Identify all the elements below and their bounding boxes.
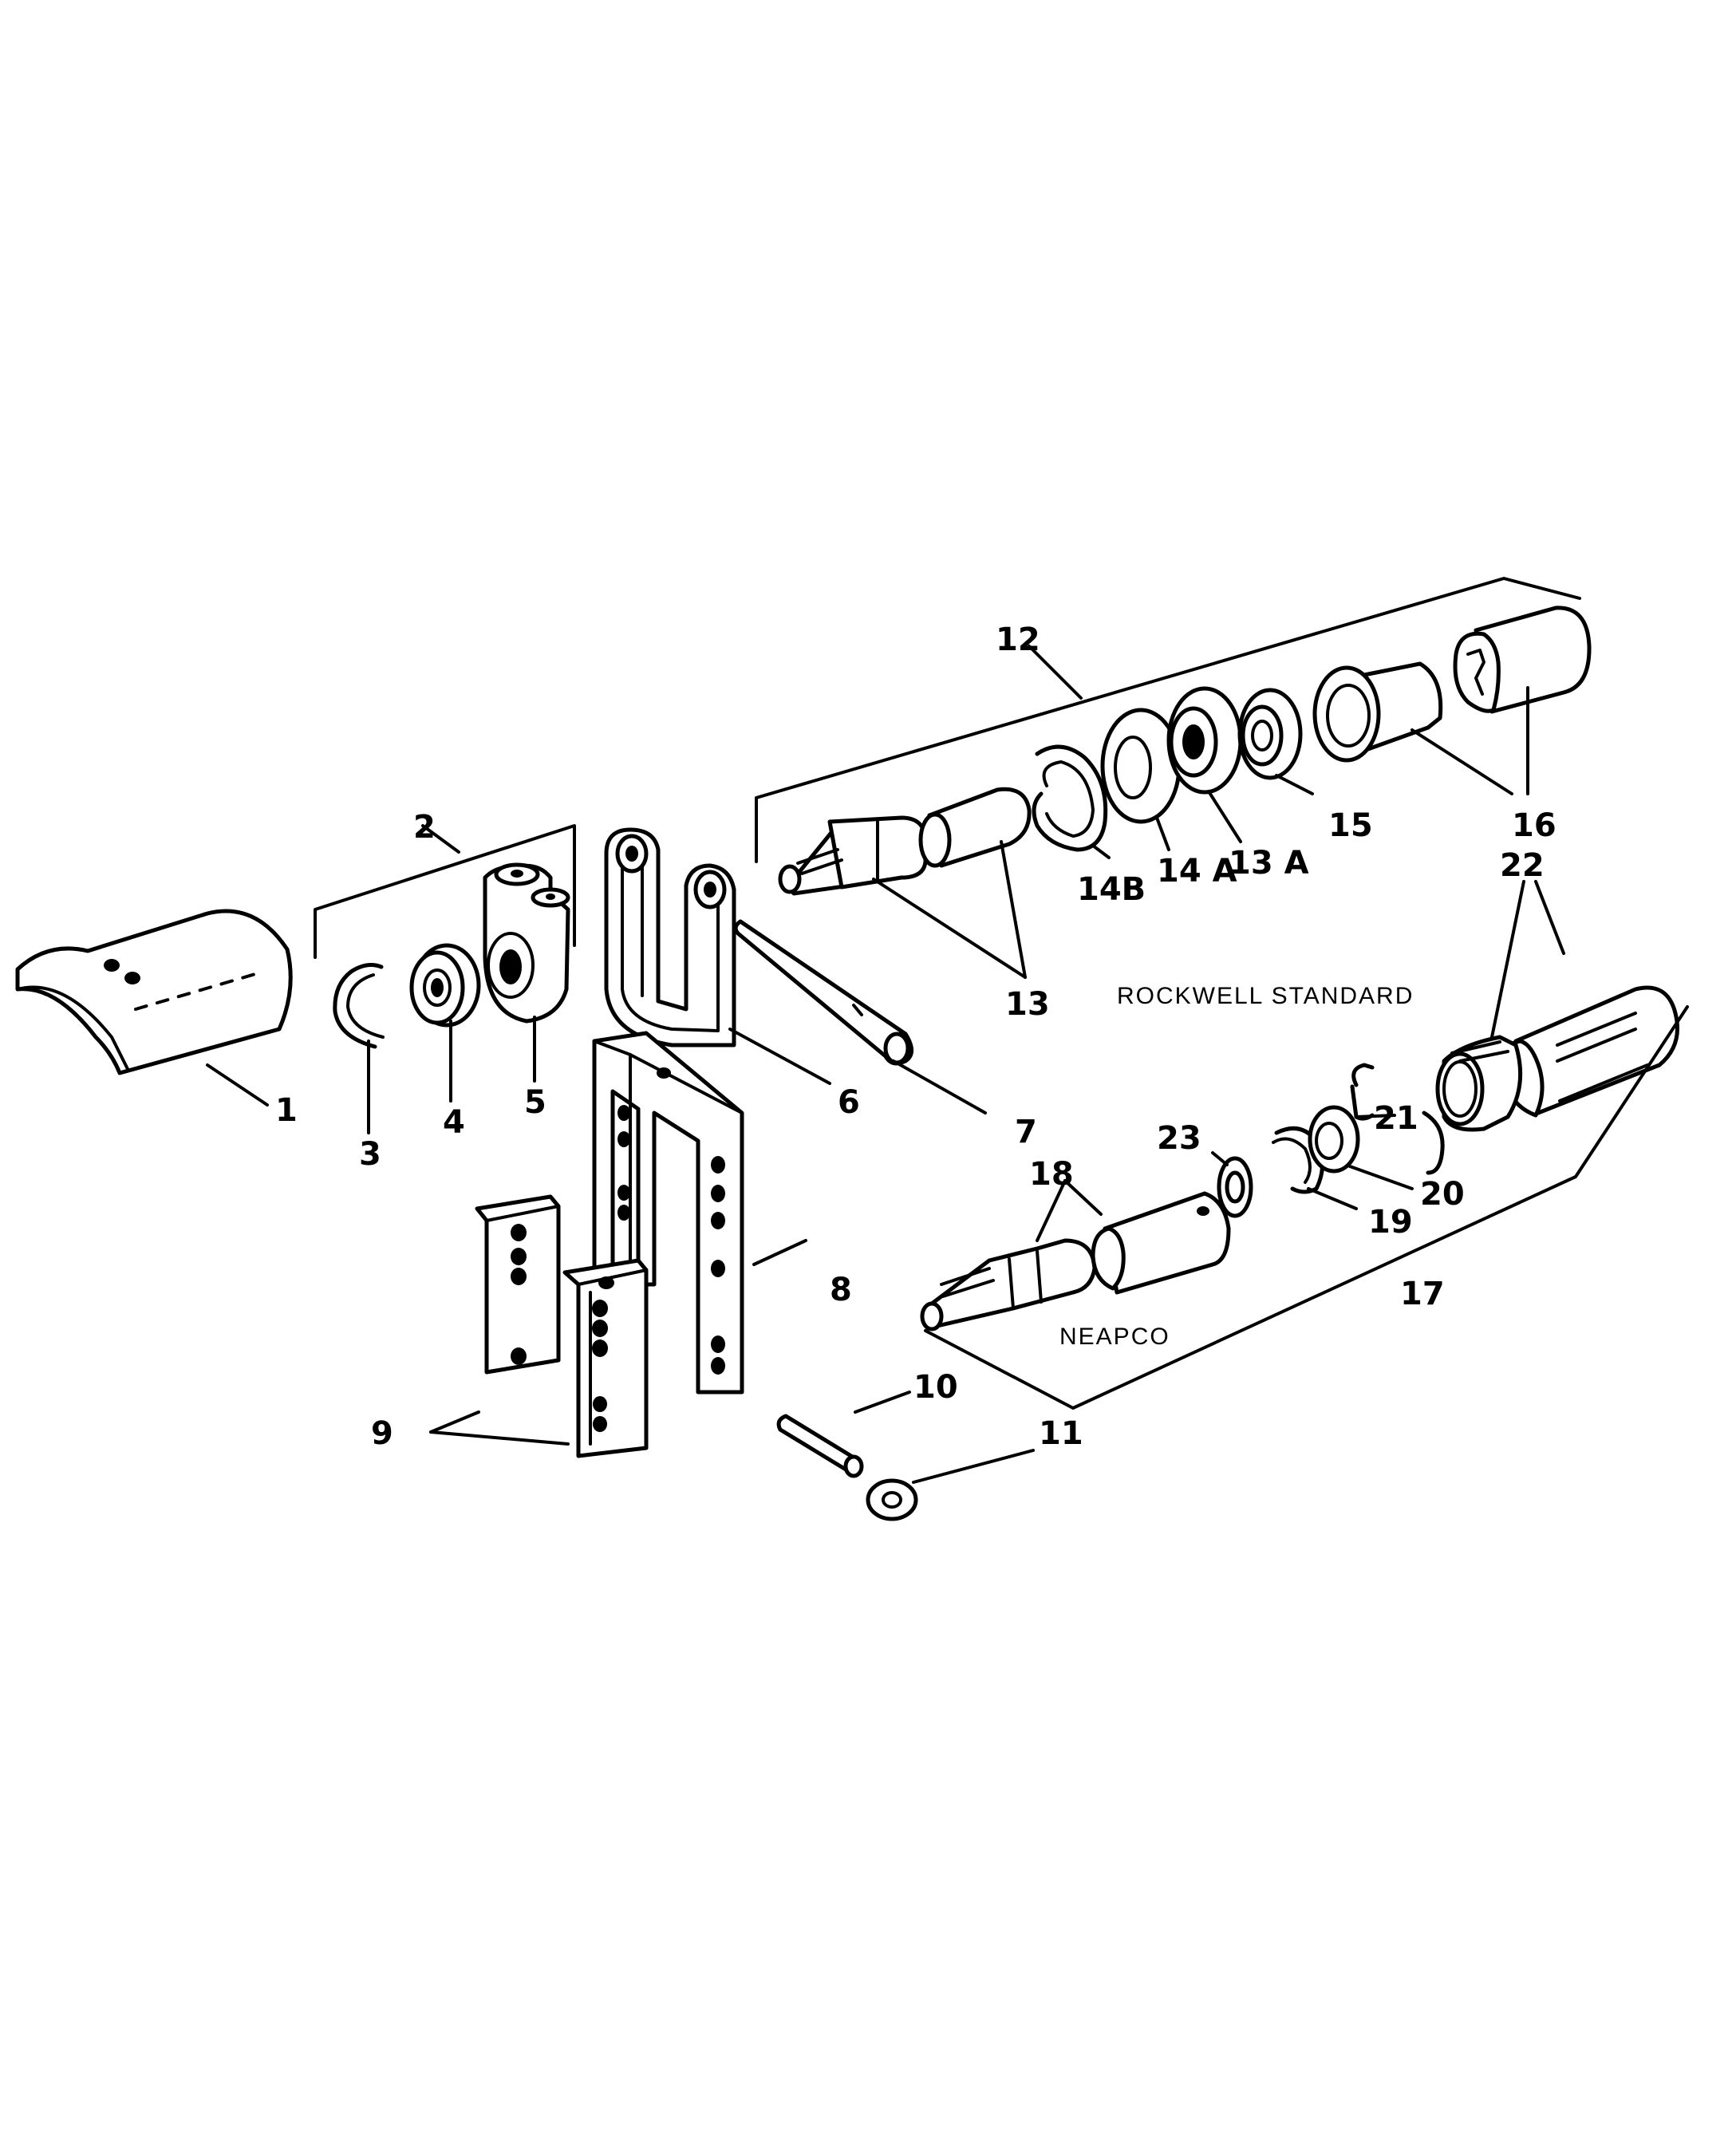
part-14b-seal <box>1032 744 1108 852</box>
callout-2: 2 <box>413 809 436 846</box>
callout-21: 21 <box>1374 1100 1418 1137</box>
part-13a-bearing <box>1166 686 1243 795</box>
callout-14a: 14 A <box>1157 853 1237 890</box>
part-14a-washer <box>1100 708 1182 824</box>
callout-9: 9 <box>371 1415 393 1452</box>
part-11-washer <box>866 1478 918 1521</box>
label-neapco: NEAPCO <box>1059 1324 1170 1350</box>
callout-20: 20 <box>1420 1176 1465 1213</box>
bracket-12 <box>755 577 1581 863</box>
callout-1: 1 <box>275 1092 298 1129</box>
callout-19: 19 <box>1368 1204 1413 1241</box>
callout-6: 6 <box>838 1084 860 1121</box>
bracket-2 <box>314 824 576 959</box>
part-23-collar <box>1217 1156 1253 1218</box>
callout-5: 5 <box>524 1084 546 1121</box>
callout-18: 18 <box>1029 1156 1074 1193</box>
part-16-tube-short <box>1312 661 1443 763</box>
part-18-tube <box>1091 1191 1231 1295</box>
label-rockwell-standard: ROCKWELL STANDARD <box>1117 983 1414 1009</box>
callout-4: 4 <box>443 1104 465 1141</box>
part-15-bearing <box>1237 688 1303 780</box>
callout-7: 7 <box>1015 1114 1037 1150</box>
callout-13: 13 <box>1005 986 1050 1023</box>
part-18-spline-shaft <box>920 1238 1097 1331</box>
callout-3: 3 <box>359 1136 381 1173</box>
part-21-clip-lower <box>1422 1111 1445 1175</box>
part-22-outer-tube <box>1501 985 1679 1118</box>
callout-8: 8 <box>830 1272 852 1308</box>
part-5-yoke <box>483 862 570 1024</box>
part-7-pin <box>733 919 913 1066</box>
part-3-snap-ring <box>333 963 385 1049</box>
part-16-tube-long <box>1453 606 1592 714</box>
callout-11: 11 <box>1039 1415 1083 1452</box>
part-13-spline-shaft <box>778 815 928 896</box>
callout-23: 23 <box>1157 1120 1201 1157</box>
callout-16: 16 <box>1512 807 1556 844</box>
callout-15: 15 <box>1328 807 1373 844</box>
part-6-hanger <box>604 827 736 1047</box>
leader-lines <box>206 645 1565 1484</box>
part-10-small-pin <box>776 1414 864 1478</box>
part-4-bearing <box>409 943 481 1028</box>
part-20-washer <box>1308 1105 1360 1174</box>
part-21-clip-upper <box>1350 1063 1375 1121</box>
callout-12: 12 <box>996 621 1040 658</box>
part-1-shield <box>15 909 293 1075</box>
bracket-17 <box>924 1005 1689 1410</box>
callout-10: 10 <box>913 1369 958 1406</box>
part-9-plates <box>475 1194 649 1458</box>
callout-13a: 13 A <box>1229 845 1309 882</box>
callout-14b: 14B <box>1077 871 1146 908</box>
part-22-yoke-end <box>1435 1035 1523 1132</box>
callout-17: 17 <box>1400 1276 1445 1312</box>
part-8-bracket <box>592 1031 744 1395</box>
callout-22: 22 <box>1500 847 1545 884</box>
part-13-tube <box>918 787 1032 868</box>
